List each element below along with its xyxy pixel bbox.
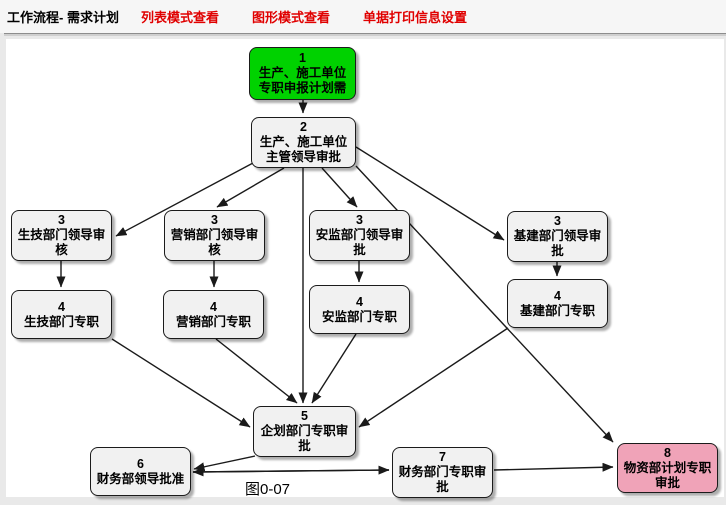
node-number: 2 bbox=[300, 120, 307, 134]
flow-node-4-anjian-specialist: 4 安监部门专职 bbox=[309, 285, 410, 334]
flow-node-8-wuzi-plan-specialist-approve: 8 物资部计划专职 审批 bbox=[617, 443, 718, 493]
node-number: 8 bbox=[664, 445, 671, 460]
flow-node-3-yingxiao-leader-review: 3 营销部门领导审 核 bbox=[164, 210, 265, 261]
node-label-line1: 基建部门专职 bbox=[519, 303, 595, 318]
node-label-line1: 企划部门专职审 bbox=[260, 424, 349, 438]
node-number: 1 bbox=[299, 51, 306, 65]
node-label-line2: 批 bbox=[353, 243, 366, 257]
node-number: 3 bbox=[554, 214, 561, 228]
node-label-line1: 财务部门专职审 bbox=[398, 465, 487, 479]
flow-node-3-shengji-leader-review: 3 生技部门领导审 核 bbox=[11, 210, 112, 261]
node-label-line1: 物资部计划专职 bbox=[623, 460, 712, 475]
figure-caption: 图0-07 bbox=[245, 481, 291, 498]
node-label-line2: 核 bbox=[55, 243, 68, 257]
node-label-line1: 营销部门专职 bbox=[175, 314, 251, 329]
menu-print-info-settings[interactable]: 单据打印信息设置 bbox=[362, 10, 467, 25]
node-number: 3 bbox=[211, 213, 218, 227]
node-label-line2: 核 bbox=[208, 243, 221, 257]
header-separator bbox=[4, 33, 726, 36]
node-number: 4 bbox=[210, 299, 217, 314]
node-number: 5 bbox=[301, 409, 308, 423]
flow-node-7-caiwu-specialist-approve: 7 财务部门专职审 批 bbox=[392, 447, 493, 498]
node-label-line1: 生产、施工单位 bbox=[258, 66, 347, 80]
node-number: 7 bbox=[439, 450, 446, 464]
flow-node-1-production-unit-apply: 1 生产、施工单位 专职申报计划需 bbox=[249, 47, 356, 100]
node-label-line1: 安监部门领导审 bbox=[315, 228, 404, 242]
flowchart-canvas bbox=[6, 39, 724, 497]
node-label-line1: 生技部门领导审 bbox=[17, 228, 106, 242]
flow-node-4-shengji-specialist: 4 生技部门专职 bbox=[11, 290, 112, 339]
node-label-line1: 生产、施工单位 bbox=[259, 135, 348, 149]
node-label-line1: 生技部门专职 bbox=[23, 314, 99, 329]
node-number: 6 bbox=[137, 456, 144, 471]
node-label-line1: 财务部领导批准 bbox=[96, 471, 185, 486]
node-label-line2: 审批 bbox=[654, 475, 680, 490]
flow-node-2-unit-leader-approve: 2 生产、施工单位 主管领导审批 bbox=[251, 117, 356, 168]
menu-list-mode-view[interactable]: 列表模式查看 bbox=[140, 10, 219, 25]
node-label-line2: 批 bbox=[551, 244, 564, 258]
flow-node-3-anjian-leader-approve: 3 安监部门领导审 批 bbox=[309, 210, 410, 261]
node-label-line2: 批 bbox=[436, 480, 449, 494]
node-number: 3 bbox=[356, 213, 363, 227]
node-number: 4 bbox=[356, 294, 363, 309]
node-number: 4 bbox=[554, 288, 561, 303]
node-label-line1: 安监部门专职 bbox=[321, 309, 397, 324]
node-label-line2: 主管领导审批 bbox=[265, 150, 341, 164]
node-number: 3 bbox=[58, 213, 65, 227]
node-label-line2: 专职申报计划需 bbox=[258, 81, 347, 95]
flow-node-4-yingxiao-specialist: 4 营销部门专职 bbox=[163, 290, 264, 339]
node-label-line1: 营销部门领导审 bbox=[170, 228, 259, 242]
page-title: 工作流程- 需求计划 bbox=[7, 10, 119, 25]
node-label-line2: 批 bbox=[298, 439, 311, 453]
flow-node-5-qihua-specialist-approve: 5 企划部门专职审 批 bbox=[253, 406, 356, 457]
node-label-line1: 基建部门领导审 bbox=[513, 229, 602, 243]
flow-node-3-jijian-leader-approve: 3 基建部门领导审 批 bbox=[507, 211, 608, 262]
flow-node-4-jijian-specialist: 4 基建部门专职 bbox=[507, 279, 608, 328]
menu-graphic-mode-view[interactable]: 图形模式查看 bbox=[251, 10, 330, 25]
flow-node-6-caiwu-leader-approve: 6 财务部领导批准 bbox=[90, 447, 191, 496]
header-bar: 工作流程- 需求计划 列表模式查看 图形模式查看 单据打印信息设置 bbox=[0, 0, 726, 33]
node-number: 4 bbox=[58, 299, 65, 314]
